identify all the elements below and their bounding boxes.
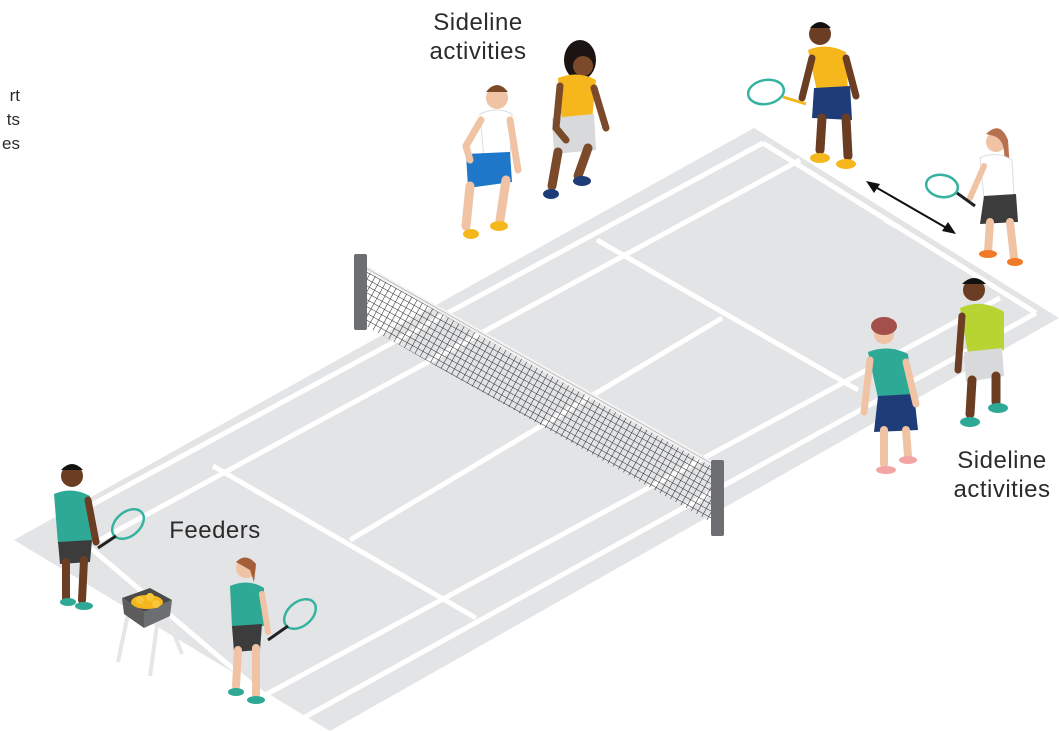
- player-sideline-top-2: [543, 40, 606, 199]
- tennis-racket-icon: [924, 172, 975, 206]
- net-post-right: [711, 460, 724, 536]
- net-post-left: [354, 254, 367, 330]
- tennis-racket-icon: [746, 77, 806, 107]
- label-sideline-activities-right: Sideline activities: [945, 446, 1059, 504]
- label-feeders: Feeders: [160, 516, 270, 545]
- label-sideline-activities-top: Sideline activities: [410, 8, 546, 66]
- player-sideline-top-1: [463, 85, 518, 239]
- label-partial-left: rt ts es: [0, 84, 20, 156]
